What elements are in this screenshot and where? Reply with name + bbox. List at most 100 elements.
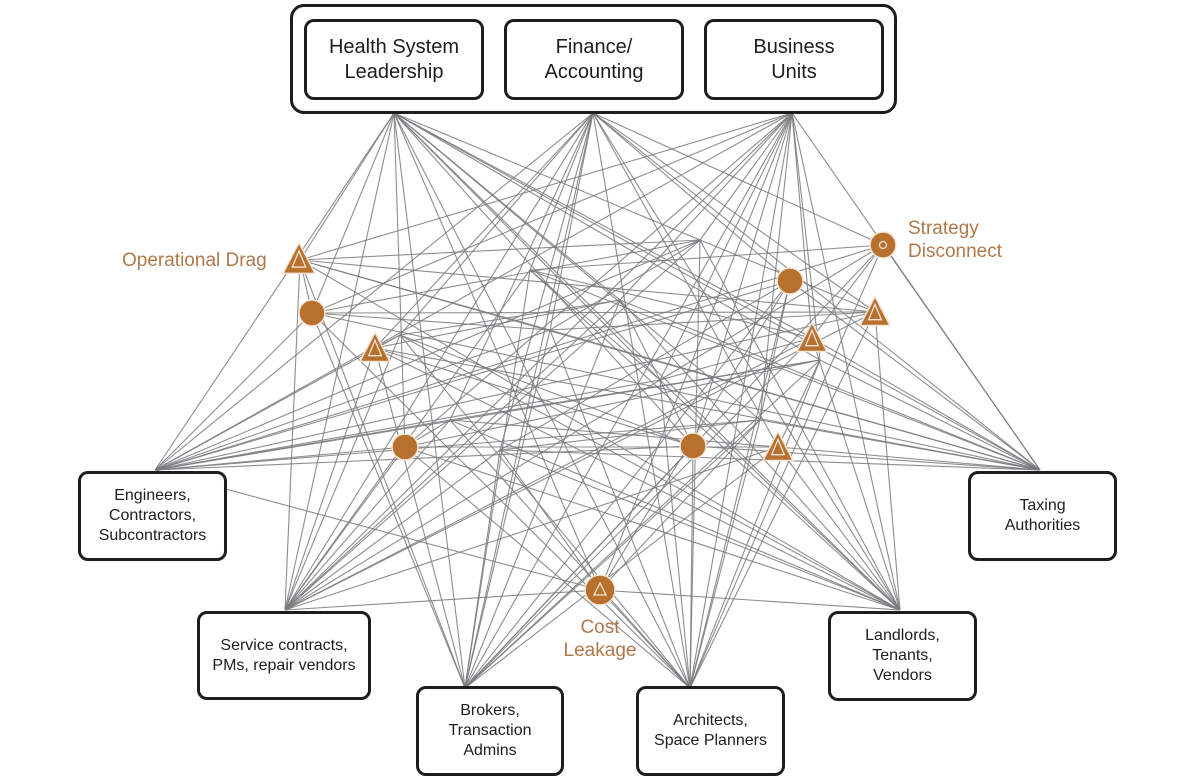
triangle-inner-icon	[770, 437, 786, 456]
connection-line	[619, 112, 793, 301]
connection-line	[374, 347, 466, 689]
node-landlords-tenants[interactable]: Landlords, Tenants, Vendors	[828, 611, 977, 701]
pain-point-marker-triangle	[795, 320, 829, 353]
node-brokers[interactable]: Brokers, Transaction Admins	[416, 686, 564, 776]
connection-line	[689, 244, 884, 689]
node-taxing-authorities[interactable]: Taxing Authorities	[968, 471, 1117, 561]
connection-line	[404, 359, 821, 448]
connection-line	[689, 359, 821, 689]
connection-line	[311, 312, 1041, 471]
connection-line	[154, 445, 694, 471]
connection-line	[154, 112, 395, 471]
connection-line	[374, 299, 621, 349]
connection-line	[529, 269, 1041, 471]
connection-line	[311, 112, 395, 314]
connection-line	[592, 112, 1041, 471]
connection-line	[299, 259, 876, 313]
connection-line	[393, 112, 661, 381]
triangle-inner-icon	[367, 338, 383, 357]
connection-line	[699, 112, 793, 241]
connection-line	[619, 299, 1041, 471]
connection-line	[699, 239, 901, 611]
node-service-contracts[interactable]: Service contracts, PMs, repair vendors	[197, 611, 371, 700]
connection-line	[499, 112, 594, 451]
connection-line	[599, 419, 761, 591]
connection-line	[393, 112, 601, 591]
connection-line	[449, 419, 779, 448]
connection-line	[499, 280, 791, 451]
connection-line	[154, 419, 451, 471]
connection-line	[777, 359, 821, 448]
connection-line	[284, 337, 813, 611]
connection-line	[659, 112, 793, 381]
connection-line	[154, 419, 761, 471]
connection-line	[299, 112, 395, 261]
pain-point-marker-circle	[298, 299, 326, 327]
connection-line	[549, 329, 691, 689]
operational-drag-icon	[281, 240, 317, 275]
label-operational-drag: Operational Drag	[122, 250, 267, 271]
connection-line	[592, 112, 791, 282]
connection-line	[311, 312, 551, 331]
connection-line	[464, 280, 791, 689]
node-engineers-contractors[interactable]: Engineers, Contractors, Subcontractors	[78, 471, 227, 561]
connection-line	[464, 244, 884, 689]
connection-line	[399, 334, 901, 611]
label-strategy-disconnect: Strategy Disconnect	[908, 218, 1002, 262]
connection-line	[284, 112, 594, 611]
connection-line	[311, 239, 701, 314]
connection-line	[374, 347, 901, 611]
connection-line	[689, 239, 701, 689]
connection-lines	[154, 112, 1041, 689]
connection-line	[399, 334, 694, 447]
connection-line	[689, 419, 761, 689]
connection-line	[692, 445, 1041, 471]
connection-line	[619, 299, 901, 611]
connection-line	[464, 329, 551, 689]
connection-line	[154, 469, 601, 591]
connection-line	[549, 329, 1041, 471]
connection-line	[374, 112, 594, 349]
pain-point-marker-triangle	[358, 330, 392, 363]
connection-line	[592, 112, 876, 313]
connection-line	[759, 419, 1041, 471]
connection-line	[464, 419, 761, 689]
pain-point-marker-circle	[391, 433, 419, 461]
connection-line	[449, 419, 901, 611]
connection-line	[874, 311, 901, 611]
connection-line	[154, 312, 313, 471]
triangle-inner-icon	[804, 328, 820, 347]
connection-line	[284, 379, 661, 611]
circle-inner-icon	[878, 240, 888, 250]
triangle-inner-icon	[291, 249, 307, 268]
node-architects[interactable]: Architects, Space Planners	[636, 686, 785, 776]
node-business-units[interactable]: Business Units	[704, 19, 884, 100]
connection-line	[791, 112, 813, 339]
connection-line	[659, 244, 884, 381]
connection-line	[464, 337, 813, 689]
pain-point-marker-circle	[776, 267, 804, 295]
connection-line	[791, 112, 821, 361]
connection-line	[819, 359, 1041, 471]
pain-point-markers	[281, 231, 897, 606]
connection-line	[529, 269, 901, 611]
connection-line	[549, 239, 701, 331]
connection-line	[154, 334, 401, 471]
connection-line	[399, 299, 621, 336]
node-finance-accounting[interactable]: Finance/ Accounting	[504, 19, 684, 100]
connection-line	[529, 269, 813, 339]
connection-line	[284, 589, 601, 611]
connection-line	[154, 239, 701, 471]
connection-line	[284, 311, 876, 611]
connection-line	[529, 112, 594, 271]
connection-line	[299, 259, 551, 331]
connection-line	[374, 347, 694, 447]
connection-line	[284, 419, 451, 611]
connection-line	[811, 337, 1041, 471]
connection-line	[284, 259, 301, 611]
connection-line	[789, 280, 1041, 471]
connection-line	[154, 112, 793, 471]
node-health-system-leadership[interactable]: Health System Leadership	[304, 19, 484, 100]
triangle-inner-icon	[867, 302, 883, 321]
connection-line	[464, 269, 531, 689]
